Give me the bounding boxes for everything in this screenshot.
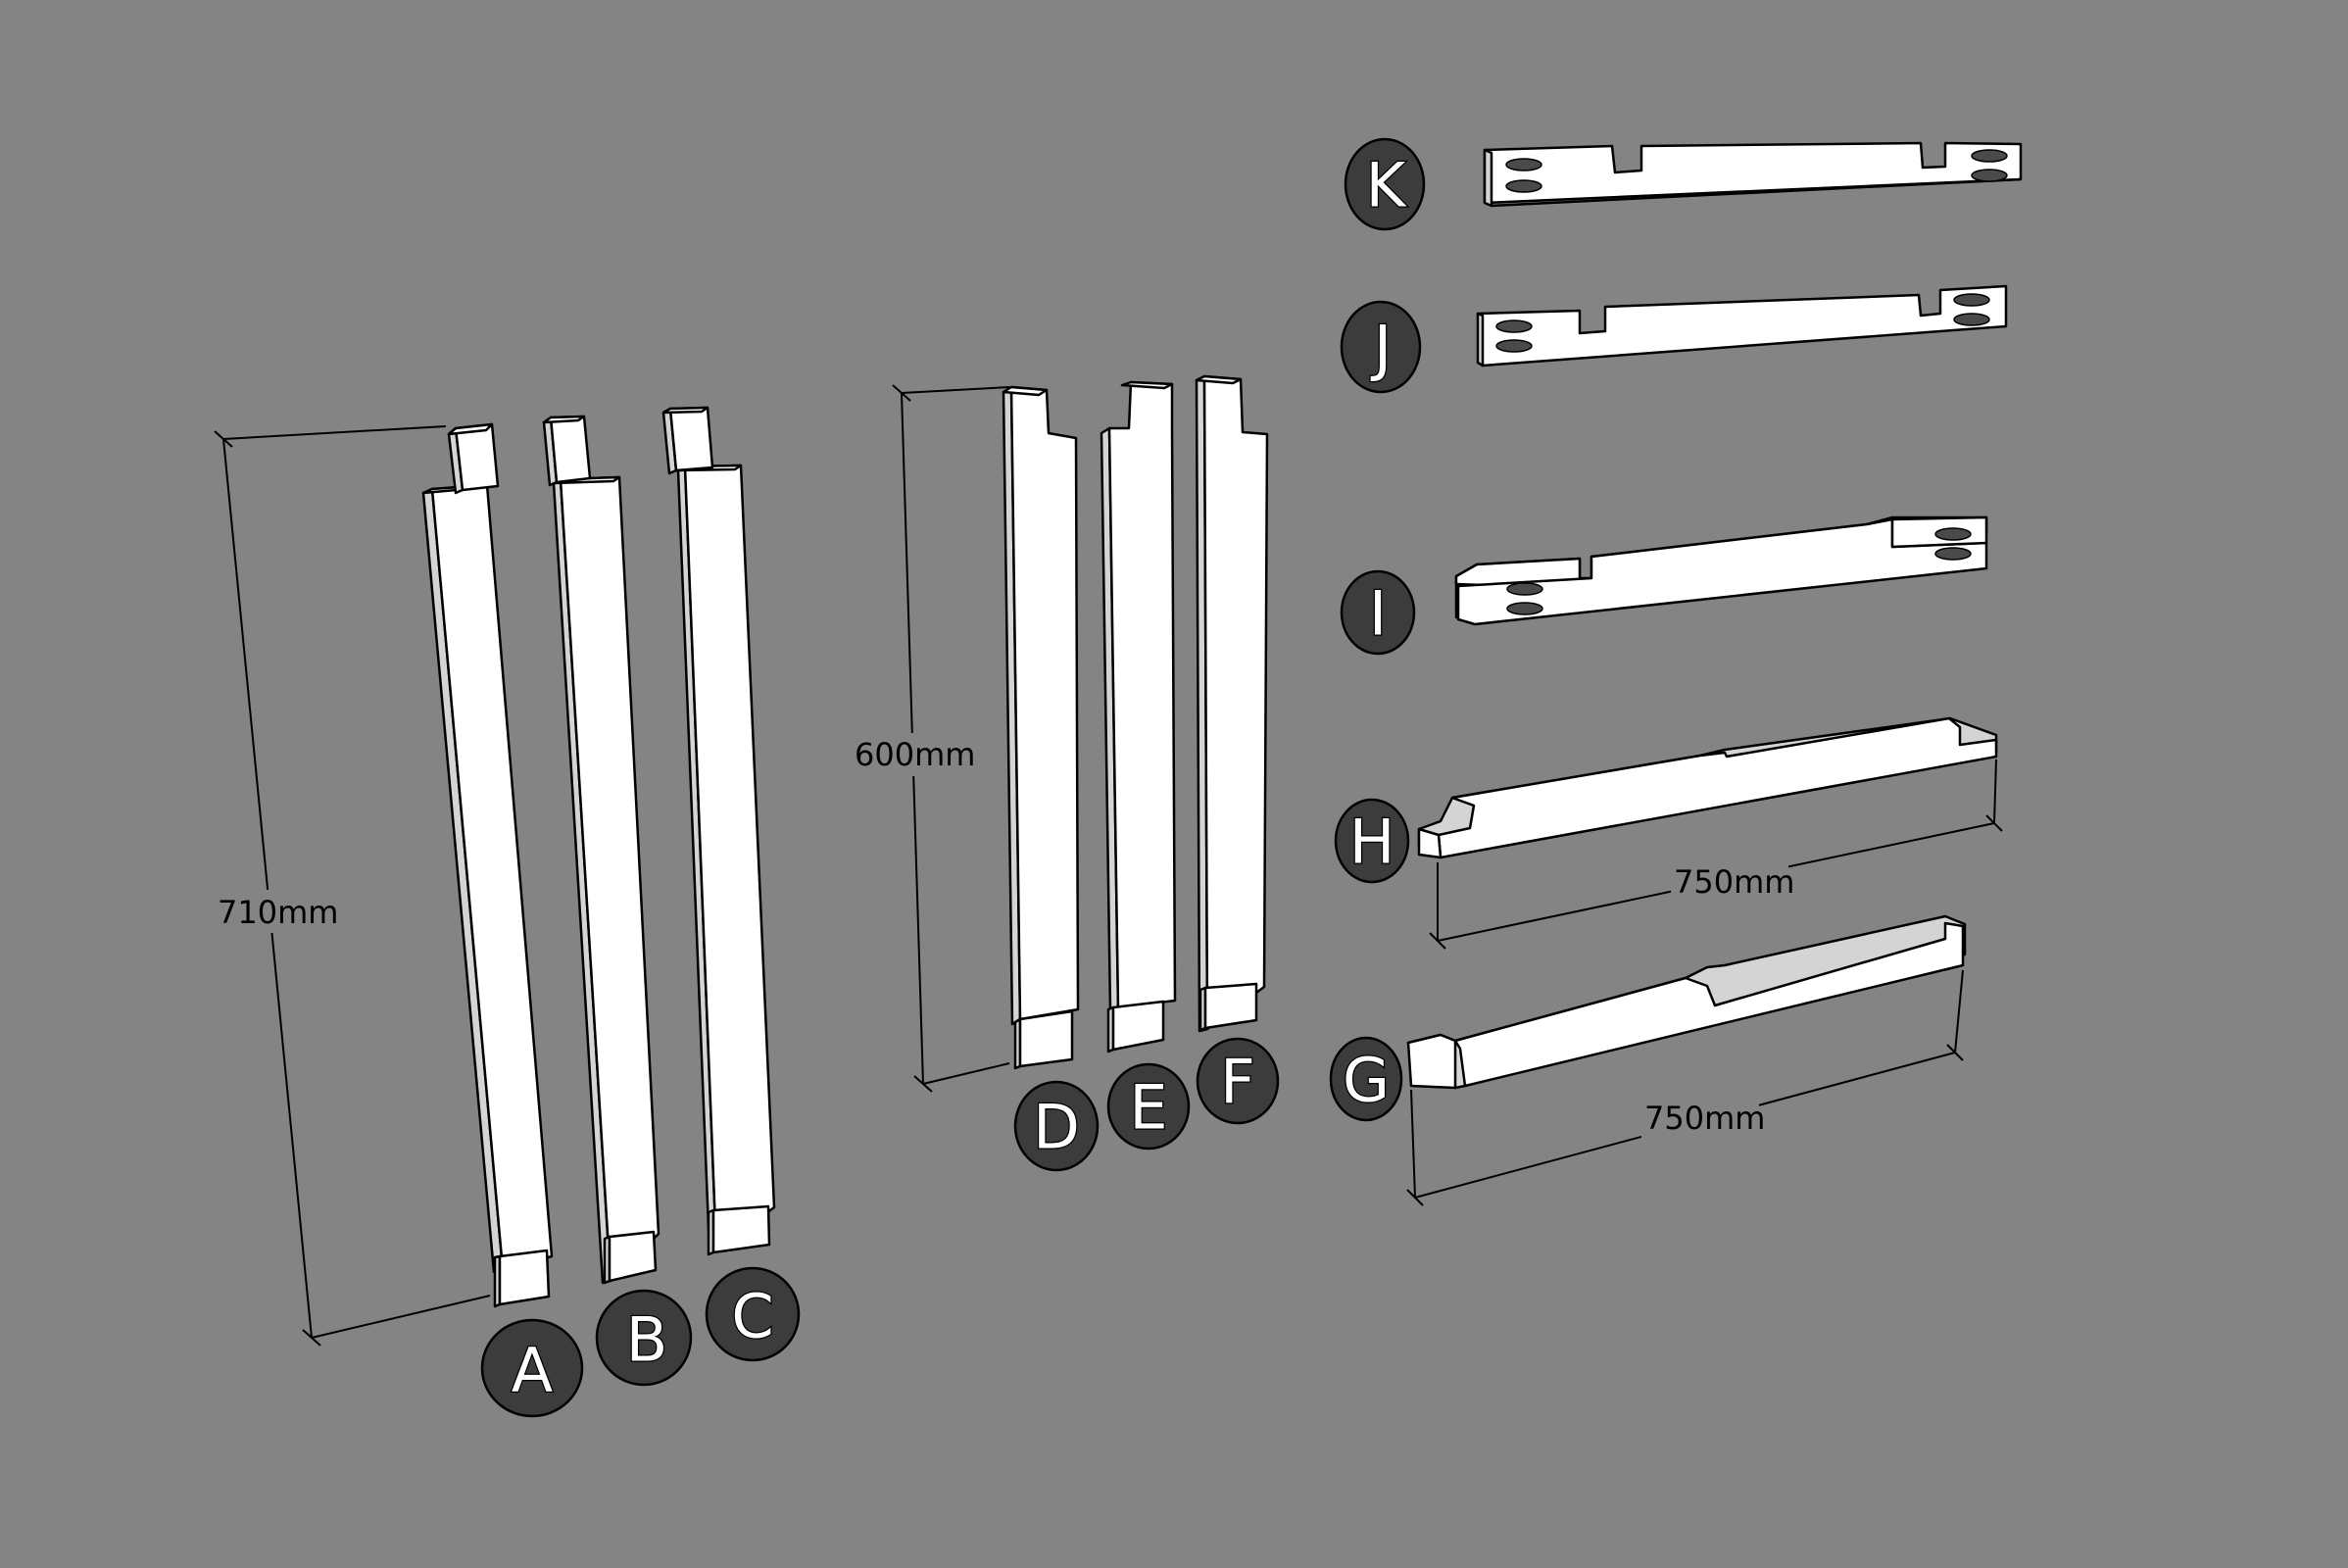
part-d	[1002, 385, 1080, 1070]
label-badge-e	[1106, 1062, 1191, 1151]
label-badge-j	[1340, 300, 1422, 394]
label-badge-h	[1334, 798, 1410, 884]
label-c: C	[731, 1281, 773, 1352]
label-d: D	[1033, 1092, 1080, 1163]
dimension-710	[214, 425, 491, 1347]
part-c	[661, 406, 776, 1256]
label-b: B	[626, 1304, 668, 1376]
label-badge-d	[1013, 1080, 1100, 1172]
part-g	[1406, 914, 1967, 1090]
label-badge-i	[1340, 569, 1416, 656]
part-h	[1417, 716, 1998, 859]
part-b	[542, 415, 660, 1285]
label-a: A	[512, 1335, 553, 1406]
part-f	[1195, 374, 1269, 1033]
label-g: G	[1343, 1045, 1390, 1116]
part-e	[1100, 380, 1177, 1054]
part-j	[1476, 284, 2008, 368]
label-badge-c	[705, 1266, 801, 1362]
dowel-holes	[1495, 149, 2008, 615]
dimension-600-label: 600mm	[855, 736, 975, 773]
dimension-710-label: 710mm	[218, 894, 338, 931]
label-badge-k	[1344, 137, 1426, 231]
label-e: E	[1129, 1072, 1167, 1144]
label-k: K	[1366, 150, 1407, 221]
label-badge-a	[480, 1318, 584, 1418]
label-h: H	[1349, 807, 1395, 878]
part-k	[1483, 141, 2023, 208]
label-j: J	[1370, 313, 1392, 384]
dimension-750-h-label: 750mm	[1674, 863, 1794, 901]
part-a	[421, 422, 554, 1308]
dimension-750-g-label: 750mm	[1644, 1100, 1765, 1137]
label-badge-f	[1196, 1037, 1280, 1125]
label-badge-g	[1329, 1036, 1403, 1122]
label-f: F	[1220, 1047, 1255, 1118]
label-badge-b	[595, 1289, 693, 1387]
part-i	[1454, 515, 1988, 626]
label-i: I	[1369, 578, 1387, 650]
